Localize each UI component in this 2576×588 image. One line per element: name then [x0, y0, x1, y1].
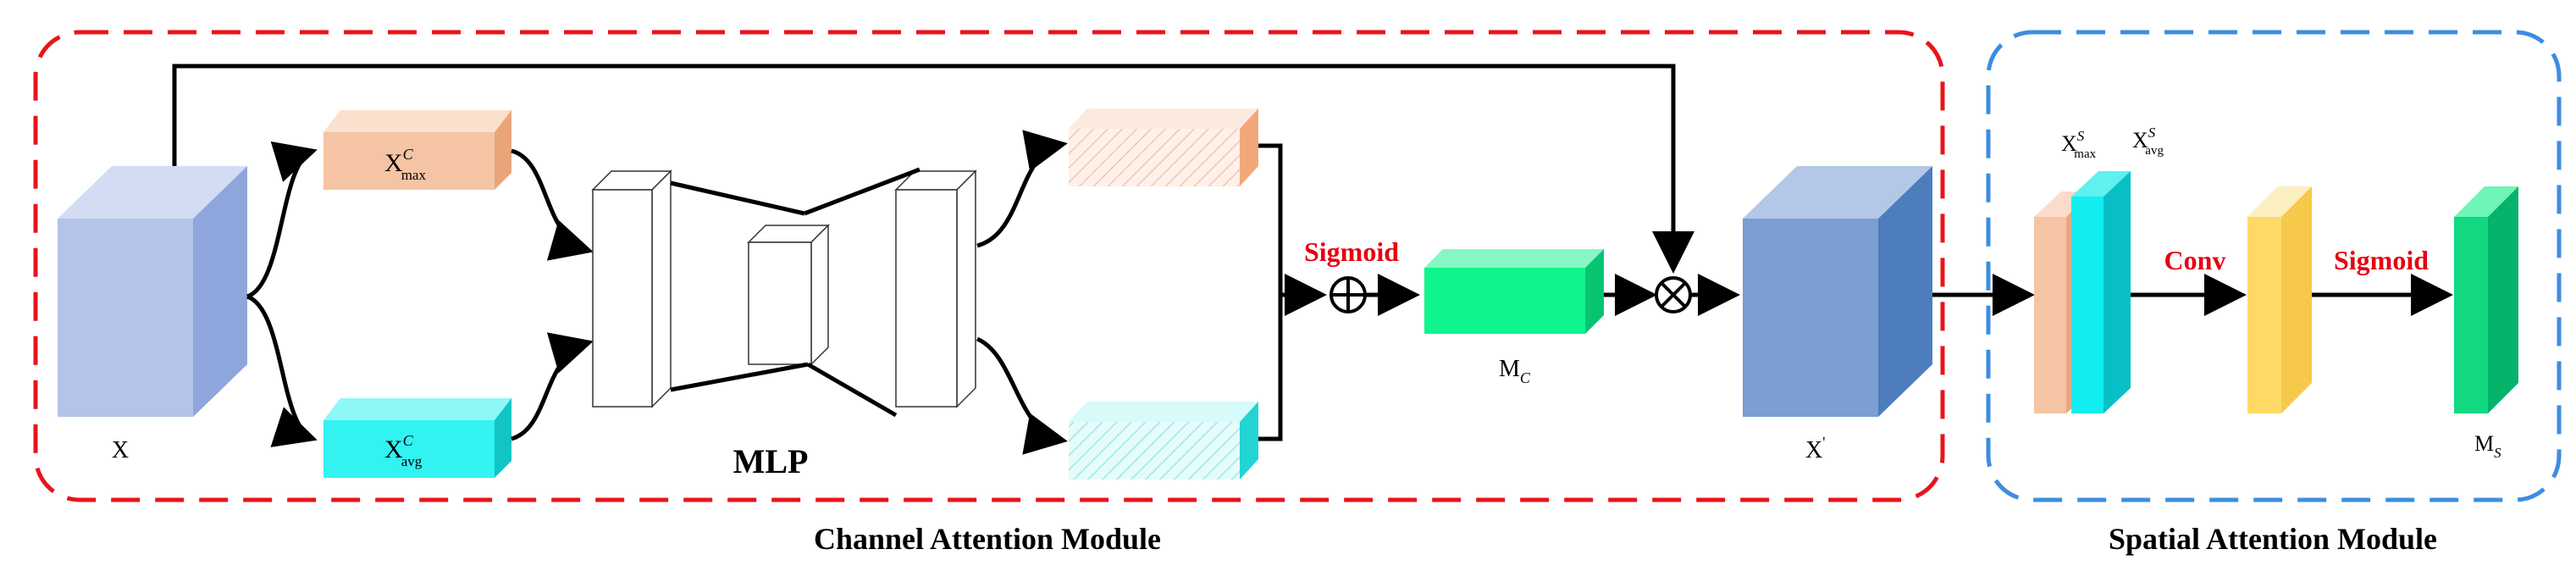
mlp-network	[591, 169, 977, 408]
mlp-to-avg-out-arrow	[976, 336, 1068, 455]
xprime-cube	[1743, 166, 1932, 417]
mlp-connections	[670, 167, 920, 418]
skip-connection-arrow	[172, 64, 1694, 274]
add-operator	[1329, 276, 1367, 313]
mlp-label: MLP	[733, 442, 809, 480]
sigmoid-channel-label: Sigmoid	[1304, 236, 1399, 267]
avg-to-mlp-arrow	[511, 332, 594, 441]
multiply-operator	[1655, 276, 1692, 313]
channel-module-border	[33, 30, 1945, 502]
x-avg-block	[323, 398, 511, 478]
avg-out-to-add-line	[1258, 295, 1283, 441]
xprime-label: X'	[1805, 434, 1825, 463]
mc-label: MC	[1499, 356, 1531, 386]
branch-to-max-arrow	[246, 141, 318, 299]
input-label: X	[112, 437, 129, 463]
mc-block	[1424, 249, 1604, 334]
mlp-out-max-block	[1069, 108, 1258, 186]
conv-label: Conv	[2164, 245, 2226, 275]
mlp-to-max-out-arrow	[976, 130, 1068, 248]
sigmoid-spatial-label: Sigmoid	[2334, 245, 2429, 275]
input-cube	[58, 166, 247, 417]
conv-slab	[2247, 186, 2312, 413]
max-to-mlp-arrow	[511, 148, 594, 261]
x-max-block	[323, 110, 511, 190]
ms-slab	[2454, 186, 2518, 413]
ms-label: MS	[2474, 431, 2501, 461]
xs-avg-slab	[2071, 171, 2131, 413]
spatial-module-border	[1986, 30, 2562, 502]
mlp-out-avg-block	[1069, 402, 1258, 480]
channel-module-title: Channel Attention Module	[814, 522, 1161, 556]
spatial-module-title: Spatial Attention Module	[2109, 522, 2437, 556]
max-out-to-add-line	[1258, 143, 1327, 316]
branch-to-avg-arrow	[246, 294, 318, 447]
